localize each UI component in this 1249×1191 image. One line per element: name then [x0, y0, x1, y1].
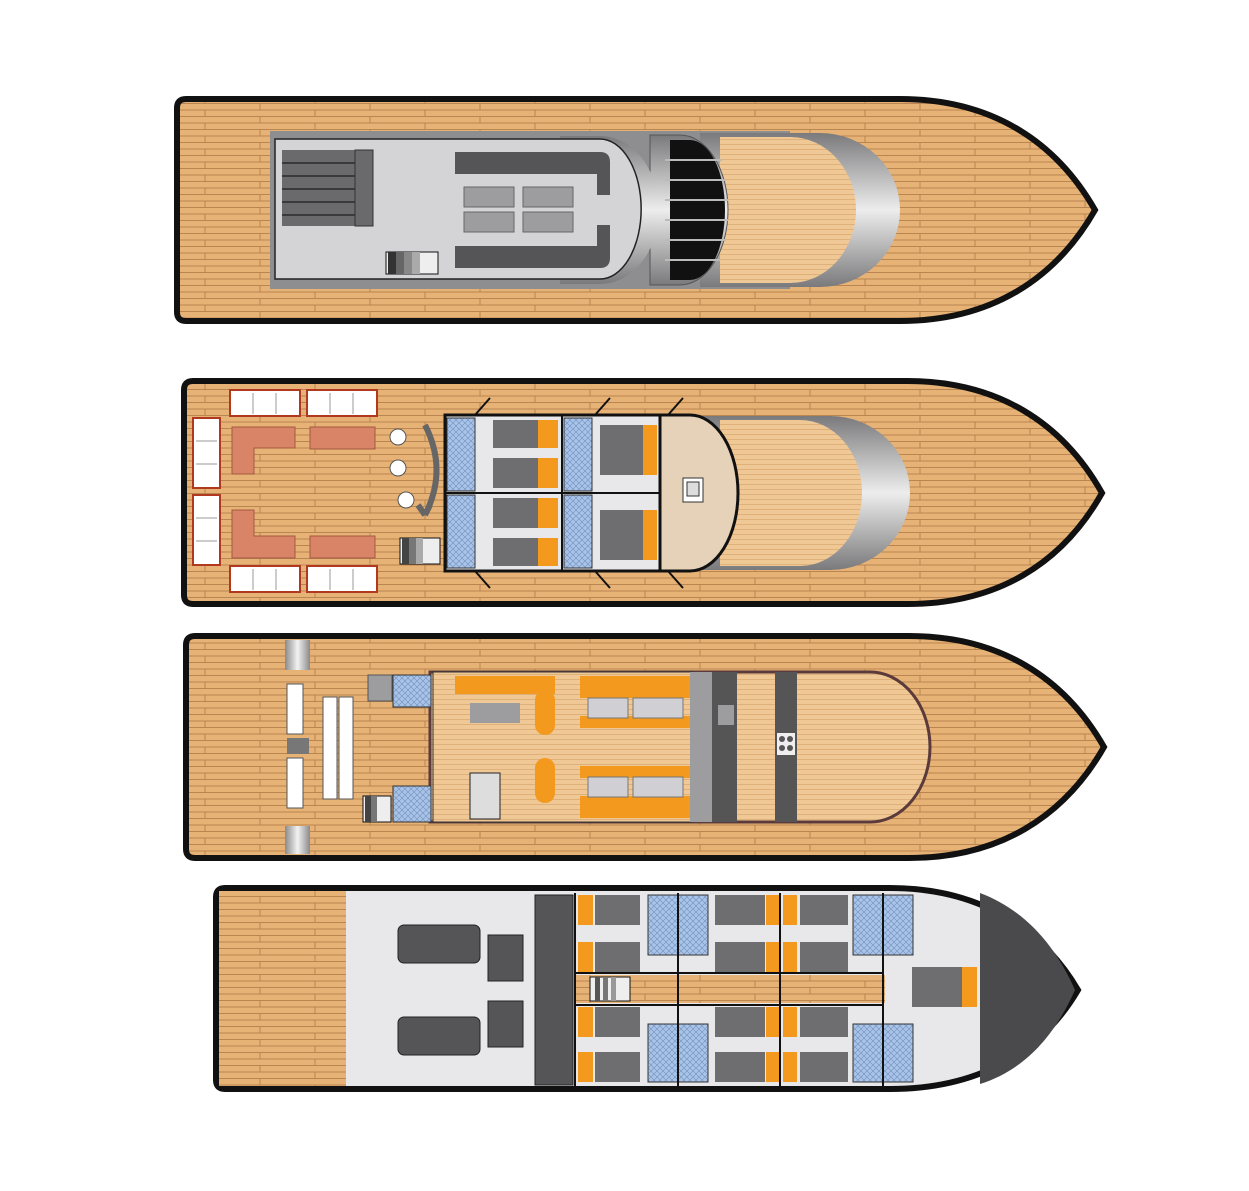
lower-beds [595, 895, 962, 1082]
bar-stools [389, 428, 415, 509]
lower-bed-linens [578, 895, 977, 1082]
lower-deck [213, 885, 1082, 1092]
buffet-counter [470, 703, 520, 723]
bathrooms [446, 417, 593, 569]
bow-compartment [980, 893, 1075, 1084]
upper-deck [181, 378, 1106, 607]
stairs-icon [399, 537, 441, 565]
beds [493, 420, 645, 566]
dive-tank-racks [286, 683, 354, 809]
sun-deck-tables [463, 186, 574, 233]
dive-station [287, 738, 309, 754]
stern-platform [219, 891, 346, 1086]
doors [474, 397, 684, 589]
lounge-tables [231, 426, 376, 559]
bulkhead [534, 894, 574, 1086]
lower-walls [574, 893, 884, 1086]
stairs-icon [589, 976, 631, 1002]
dining-tables [587, 697, 684, 798]
lounge-sofas [192, 389, 378, 593]
storage-box [367, 674, 393, 702]
toilets [392, 674, 432, 823]
vent-rib-lines [665, 159, 728, 261]
engines [397, 924, 524, 1056]
helm-chair-icon [682, 477, 704, 503]
sink [718, 705, 734, 725]
u-shaped-sofa [455, 152, 610, 268]
spiral-stairs [469, 772, 501, 820]
sun-loungers [282, 149, 374, 227]
stove-icon [777, 733, 795, 755]
main-deck [183, 633, 1108, 861]
galley-wall [690, 672, 712, 822]
stairs-icon [362, 795, 392, 823]
sofa-cushion-lines [196, 393, 354, 590]
stairs-icon [385, 251, 439, 275]
fine-deck-area [720, 420, 862, 566]
curved-arrow-icon [415, 423, 440, 517]
sun-deck [174, 96, 1099, 324]
dining-benches [455, 676, 690, 818]
bed-linens [538, 420, 657, 566]
galley-counter [712, 672, 737, 822]
transom-doors [285, 640, 310, 854]
vent-ribs [670, 140, 725, 280]
fine-deck-area [720, 137, 856, 283]
